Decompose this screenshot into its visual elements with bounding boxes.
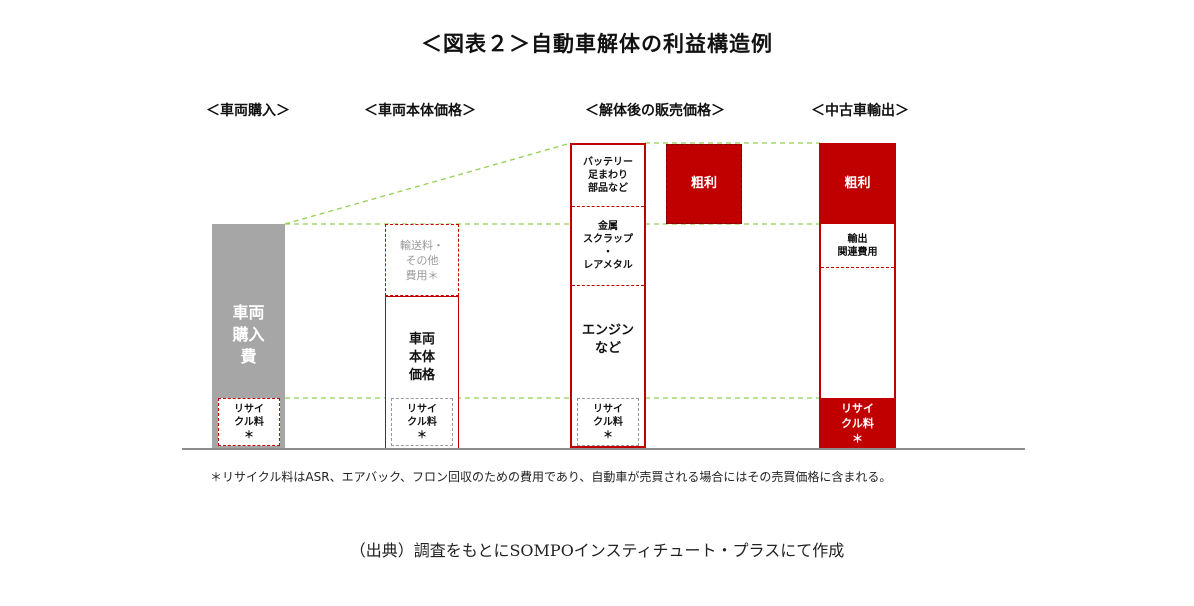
label-line: リサイ: [407, 403, 437, 415]
label-line: 購入: [232, 325, 265, 344]
label-line: リサイ: [234, 403, 264, 415]
label-line: 足まわり: [588, 170, 628, 181]
label-line: その他: [405, 253, 439, 267]
label-line: など: [594, 341, 621, 356]
label-line: 費: [240, 347, 257, 366]
dismantle-sale-price-column: [570, 143, 646, 448]
header-vehicle-purchase: ＜車両購入＞: [206, 103, 290, 119]
diagram-title: ＜図表２＞自動車解体の利益構造例: [421, 32, 773, 56]
header-vehicle-body-price: ＜車両本体価格＞: [364, 103, 476, 119]
label-line: バッテリー: [583, 157, 633, 168]
label-line: 本体: [408, 350, 435, 365]
metal-scrap-rare-metal-box: 金属 スクラップ ・ レアメタル: [572, 207, 644, 286]
export-recycle-fee-box: リサイ クル料 ＊: [819, 398, 896, 448]
transport-other-costs-box: 輸送料・ その他 費用＊: [385, 224, 459, 296]
label-line: 価格: [408, 368, 435, 383]
label-line: ＊: [852, 431, 863, 445]
footnote: ＊リサイクル料はASR、エアバック、フロン回収のための費用であり、自動車が売買さ…: [210, 470, 892, 484]
header-used-car-export: ＜中古車輸出＞: [811, 103, 909, 119]
source-credit: （出典）調査をもとにSOMPOインスティチュート・プラスにて作成: [349, 541, 845, 560]
label-line: リサイ: [593, 403, 623, 415]
engine-etc-box: エンジン など: [572, 286, 644, 398]
label-line: 金属: [598, 221, 618, 232]
dismantle-gross-profit-box: 粗利: [666, 144, 742, 224]
header-post-dismantle-sale-price: ＜解体後の販売価格＞: [585, 103, 725, 119]
body-price-recycle-fee-box: リサイ クル料 ＊: [391, 398, 453, 446]
label-line: 費用＊: [405, 268, 439, 282]
label-line: クル料: [407, 416, 437, 428]
label-line: 輸送料・: [400, 238, 444, 252]
label-line: スクラップ: [583, 234, 633, 245]
label-line: 関連費用: [837, 246, 878, 258]
label-line: リサイ: [841, 401, 874, 415]
label-line: ＊: [417, 429, 427, 441]
label-line: レアメタル: [583, 260, 633, 271]
baseline: [182, 448, 1025, 450]
guide-line-diagonal: [284, 142, 572, 225]
export-gross-profit-box: 粗利: [819, 143, 896, 224]
purchase-recycle-fee-box: リサイ クル料 ＊: [218, 398, 280, 446]
label-line: クル料: [593, 416, 623, 428]
battery-suspension-parts-box: バッテリー 足まわり 部品など: [572, 145, 644, 207]
label-line: 車両: [408, 332, 435, 347]
label-line: エンジン: [581, 323, 634, 338]
label-line: ＊: [603, 429, 613, 441]
label-line: ＊: [244, 429, 254, 441]
dismantle-recycle-fee-box: リサイ クル料 ＊: [577, 398, 639, 446]
label-line: ・: [603, 247, 613, 258]
label-line: 車両: [232, 303, 265, 322]
label-line: クル料: [234, 416, 264, 428]
label-line: 部品など: [588, 183, 628, 194]
export-related-costs-box: 輸出 関連費用: [821, 224, 894, 268]
label-line: 輸出: [847, 233, 868, 245]
label-line: クル料: [841, 416, 874, 430]
